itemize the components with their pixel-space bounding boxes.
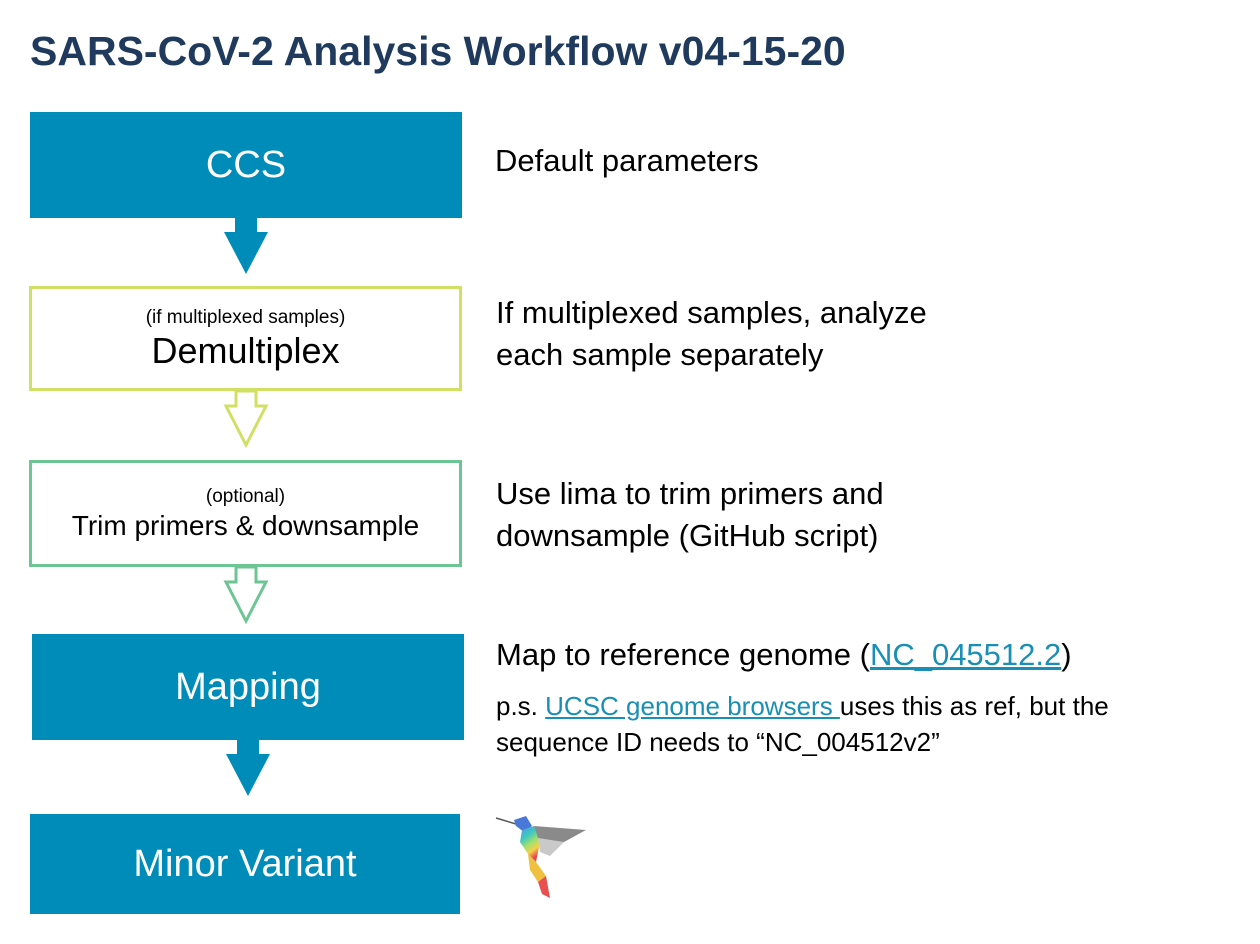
demultiplex-description-line2: each sample separately xyxy=(496,337,824,372)
mapping-note: p.s. UCSC genome browsers uses this as r… xyxy=(496,688,1109,760)
step-trim-box: (optional) Trim primers & downsample xyxy=(29,460,462,567)
ccs-description: Default parameters xyxy=(495,143,759,178)
ucsc-browser-link[interactable]: UCSC genome browsers xyxy=(545,691,840,721)
step-mapping-label: Mapping xyxy=(175,665,321,708)
step-minor-variant-box: Minor Variant xyxy=(30,814,460,914)
step-ccs-box: CCS xyxy=(30,112,462,218)
mapping-note-line2: sequence ID needs to “NC_004512v2” xyxy=(496,727,940,757)
step-trim-sublabel: (optional) xyxy=(205,485,286,507)
arrow-down-icon xyxy=(223,389,269,449)
step-demultiplex-label: Demultiplex xyxy=(151,329,340,371)
step-ccs-label: CCS xyxy=(205,143,287,186)
demultiplex-description-line1: If multiplexed samples, analyze xyxy=(496,295,927,330)
reference-genome-link[interactable]: NC_045512.2 xyxy=(869,637,1062,672)
page-title: SARS-CoV-2 Analysis Workflow v04-15-20 xyxy=(30,28,846,74)
step-trim-label: Trim primers & downsample xyxy=(71,509,420,541)
arrow-down-icon xyxy=(223,565,269,625)
demultiplex-description: If multiplexed samples, analyze each sam… xyxy=(496,292,927,376)
mapping-description: Map to reference genome (NC_045512.2) xyxy=(496,634,1072,676)
mapping-description-prefix: Map to reference genome ( xyxy=(496,637,870,672)
step-mapping-box: Mapping xyxy=(32,634,464,740)
trim-description-line1: Use lima to trim primers and xyxy=(496,476,884,511)
arrow-down-icon xyxy=(224,218,268,274)
trim-description-line2: downsample (GitHub script) xyxy=(496,518,879,553)
arrow-down-icon xyxy=(226,740,270,796)
hummingbird-logo-icon xyxy=(495,816,586,898)
mapping-note-prefix: p.s. xyxy=(496,691,546,721)
step-demultiplex-sublabel: (if multiplexed samples) xyxy=(145,306,346,328)
trim-description: Use lima to trim primers and downsample … xyxy=(496,473,884,557)
step-minor-variant-label: Minor Variant xyxy=(133,842,357,885)
step-demultiplex-box: (if multiplexed samples) Demultiplex xyxy=(29,286,462,391)
mapping-description-suffix: ) xyxy=(1061,637,1072,672)
mapping-note-line1: p.s. UCSC genome browsers uses this as r… xyxy=(496,688,1109,724)
mapping-note-suffix: uses this as ref, but the xyxy=(839,691,1109,721)
